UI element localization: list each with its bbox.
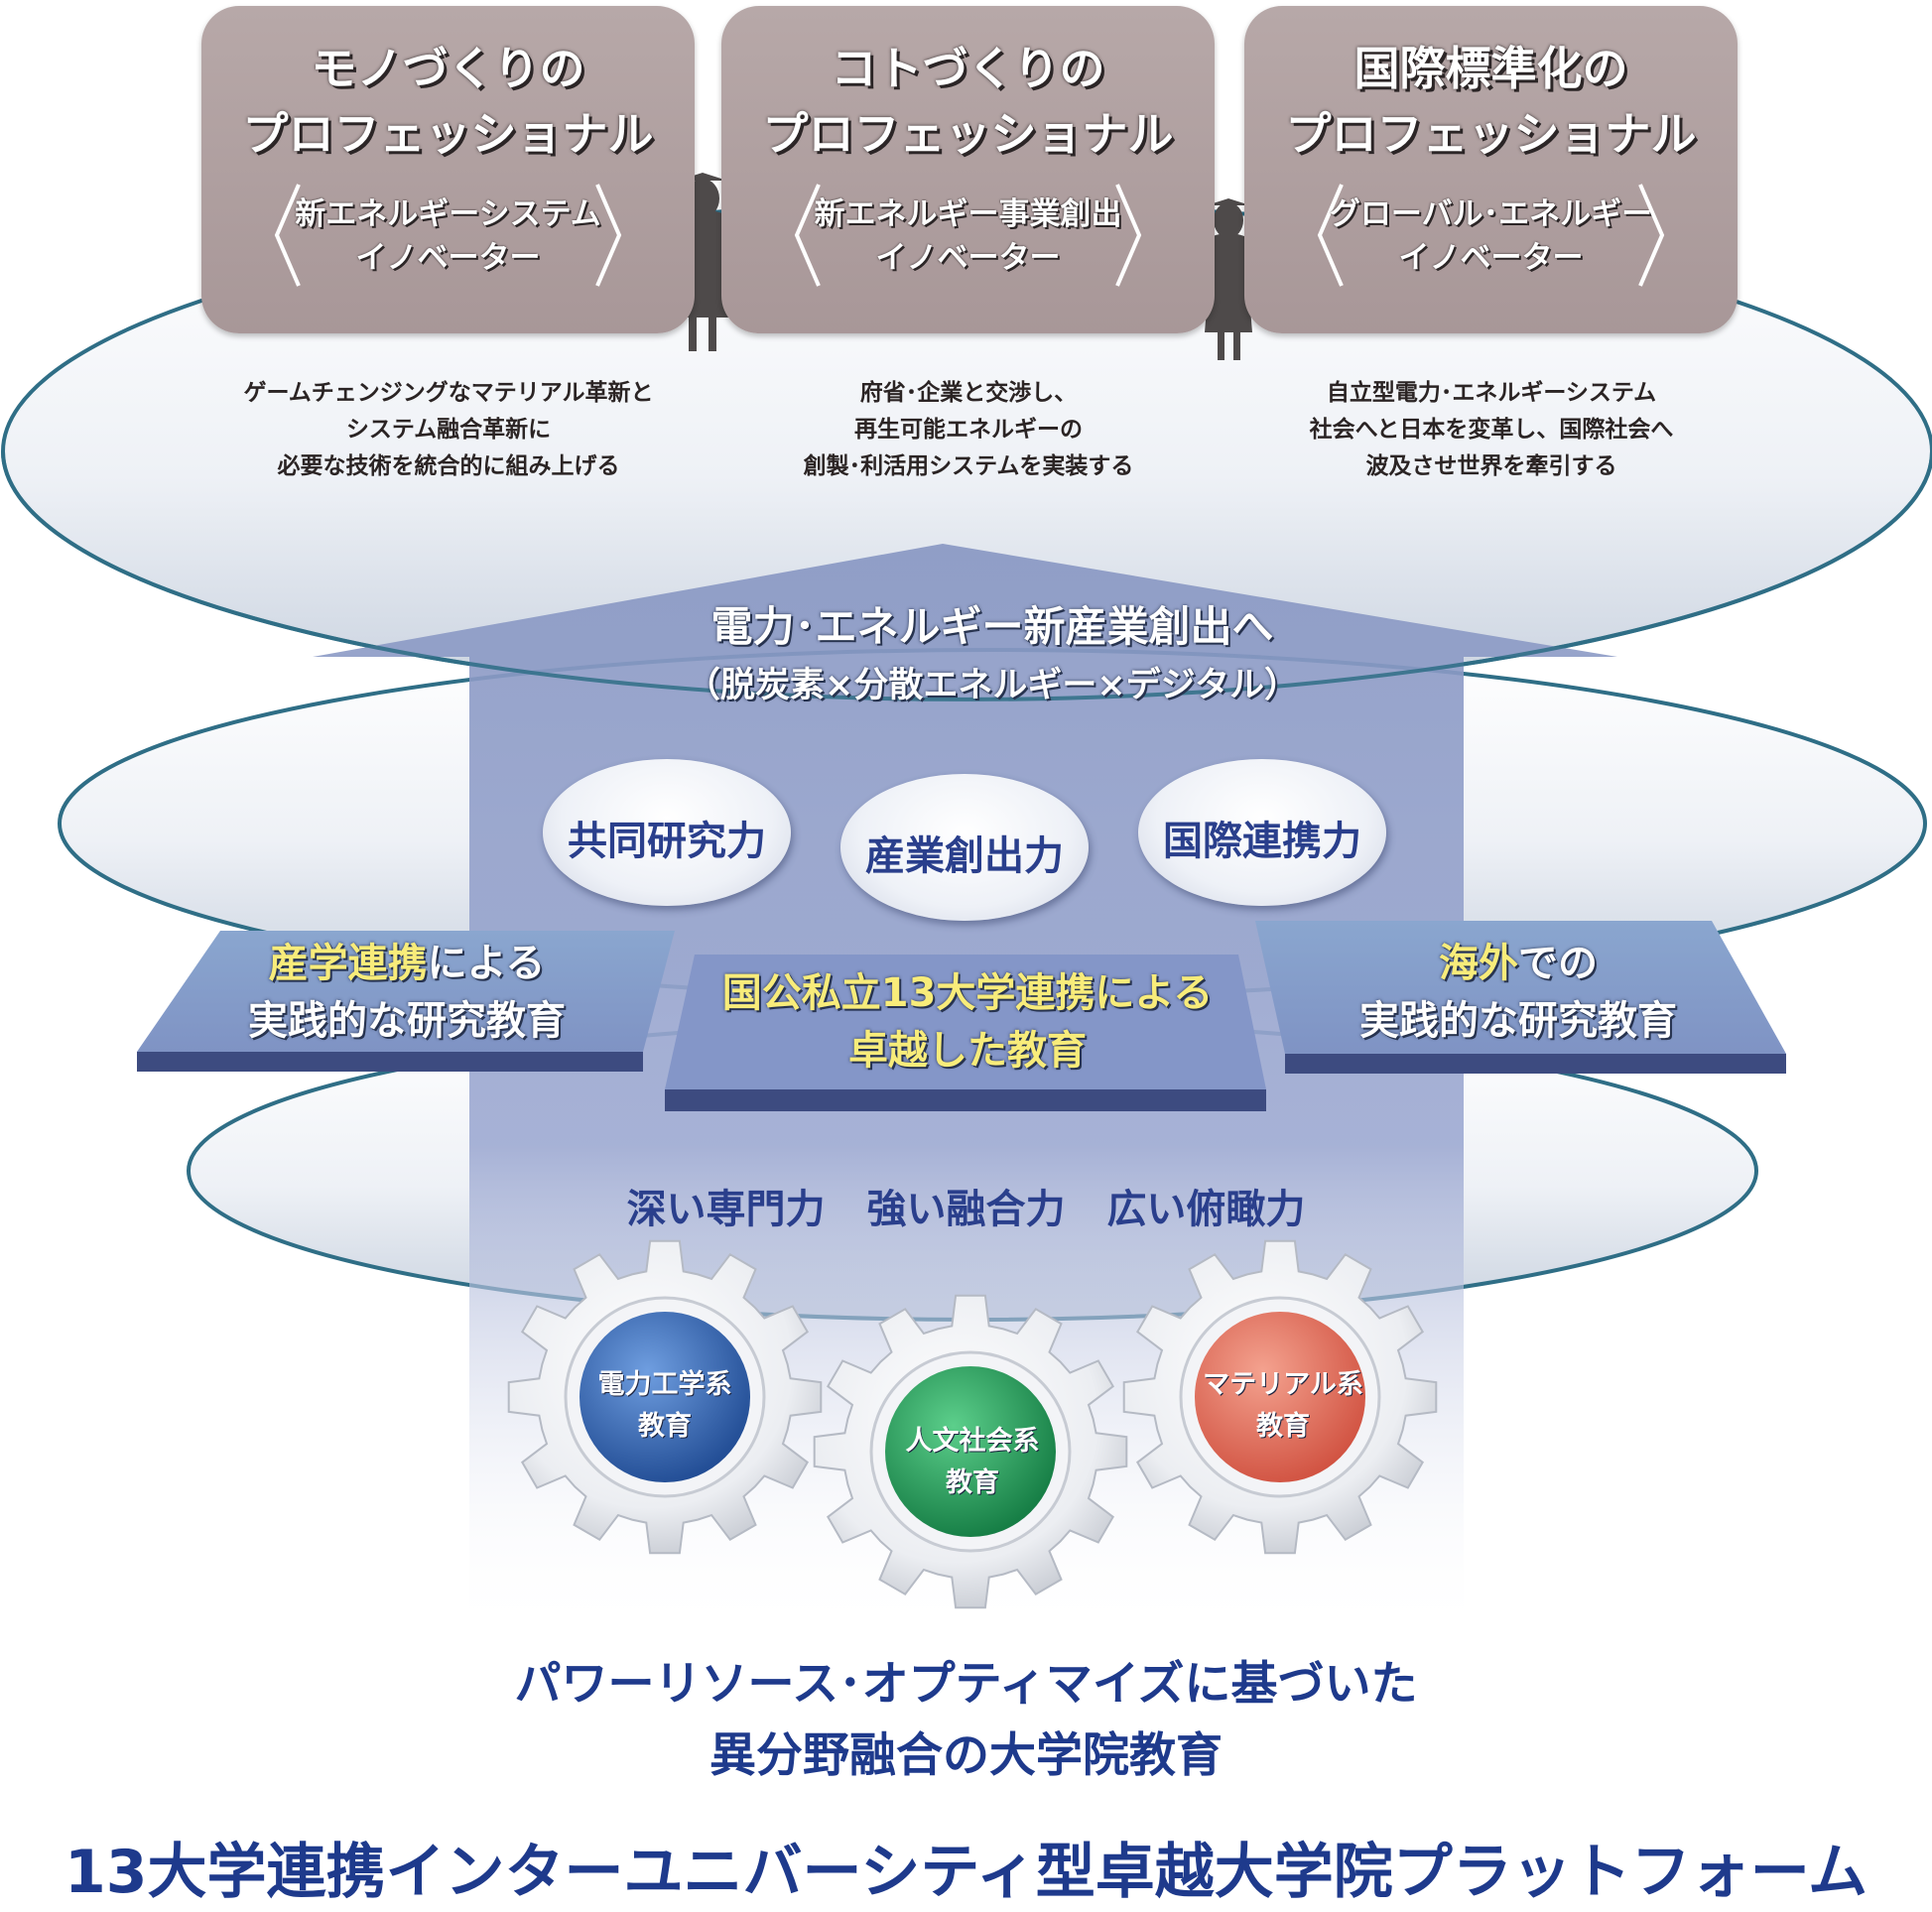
pro-card-monozukuri: モノづくりのプロフェッショナル 新エネルギーシステムイノベーター	[201, 6, 695, 333]
capability-international: 国際連携力	[1138, 759, 1386, 906]
gear-core	[580, 1312, 750, 1482]
pro-card-standardization: 国際標準化のプロフェッショナル グローバル･エネルギーイノベーター	[1244, 6, 1738, 333]
bracket-close-icon	[1115, 184, 1142, 287]
skill-item: 広い俯瞰力	[1106, 1187, 1306, 1232]
program-description: パワーリソース･オプティマイズに基づいた異分野融合の大学院教育	[514, 1657, 1418, 1783]
graduate-figure-right	[1205, 198, 1252, 360]
gear-label-power: 電力工学系教育	[597, 1369, 732, 1442]
skills-row: 深い専門力 強い融合力 広い俯瞰力	[0, 1177, 1932, 1234]
pro-role: グローバル･エネルギーイノベーター	[1329, 196, 1653, 276]
arrow-heading: 電力･エネルギー新産業創出へ	[710, 602, 1274, 651]
capability-industry-creation: 産業創出力	[840, 774, 1089, 921]
pro-description: ゲームチェンジングなマテリアル革新とシステム融合革新に必要な技術を統合的に組み上…	[243, 380, 654, 479]
gear-core	[885, 1366, 1056, 1537]
bracket-open-icon	[1317, 184, 1344, 287]
pro-description: 自立型電力･エネルギーシステム社会へと日本を変革し、国際社会へ波及させ世界を牽引…	[1309, 380, 1674, 479]
pro-card-kotozukuri: コトづくりのプロフェッショナル 新エネルギー事業創出イノベーター	[721, 6, 1215, 333]
gear-materials	[1122, 1239, 1438, 1555]
slab-industry-academia: 産学連携による 実践的な研究教育	[248, 941, 566, 1044]
gear-label-humanities: 人文社会系教育	[905, 1426, 1040, 1498]
gear-power-engineering	[507, 1239, 823, 1555]
capability-joint-research: 共同研究力	[543, 759, 791, 906]
pro-title: モノづくりのプロフェッショナル	[242, 42, 654, 161]
slab-13-university: 国公私立13大学連携による卓越した教育	[721, 970, 1214, 1074]
pro-description: 府省･企業と交渉し、再生可能エネルギーの創製･利活用システムを実装する	[803, 380, 1134, 479]
pro-role: 新エネルギー事業創出イノベーター	[814, 196, 1122, 276]
gear-label-material: マテリアル系教育	[1203, 1369, 1363, 1442]
bracket-open-icon	[274, 184, 301, 287]
skill-item: 強い融合力	[866, 1187, 1066, 1232]
bracket-close-icon	[1638, 184, 1665, 287]
pro-title: コトづくりのプロフェッショナル	[762, 42, 1174, 161]
gear-core	[1195, 1312, 1365, 1482]
bracket-close-icon	[595, 184, 622, 287]
platform-title: 13大学連携インターユニバーシティ型卓越大学院プラットフォーム	[64, 1838, 1868, 1907]
skill-item: 深い専門力	[626, 1187, 826, 1232]
bracket-open-icon	[794, 184, 821, 287]
pro-title: 国際標準化のプロフェッショナル	[1285, 42, 1697, 161]
gear-humanities-social	[813, 1294, 1128, 1609]
pro-role: 新エネルギーシステムイノベーター	[295, 196, 601, 276]
slab-overseas: 海外での 実践的な研究教育	[1359, 941, 1677, 1044]
arrow-subheading: （脱炭素×分散エネルギー×デジタル）	[686, 666, 1299, 705]
